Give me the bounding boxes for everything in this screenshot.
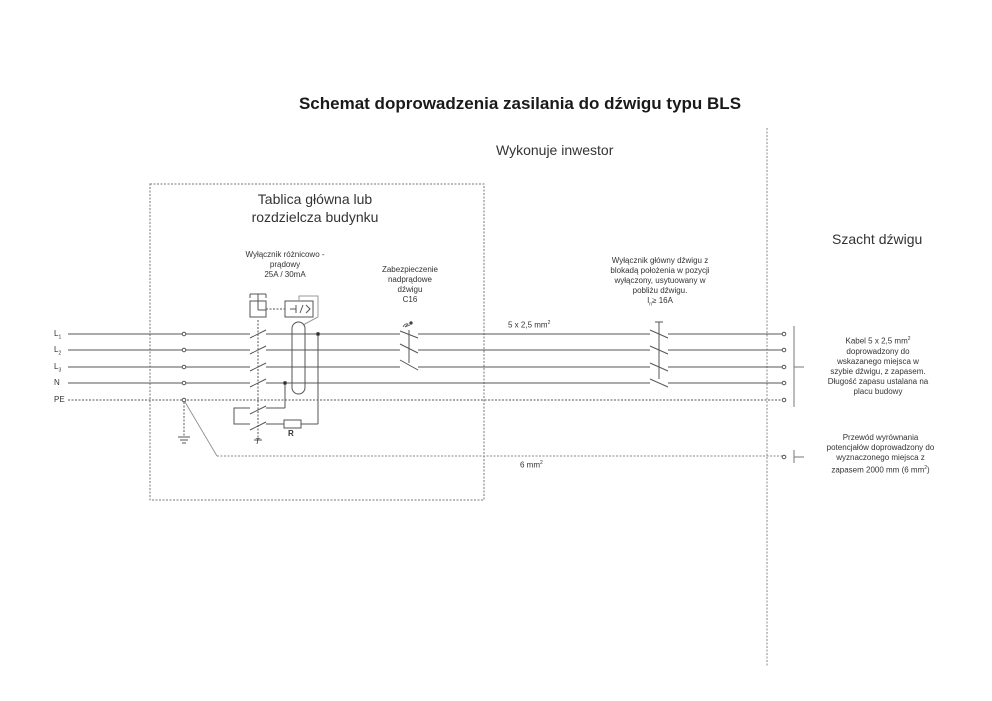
rcd-contacts — [249, 320, 267, 440]
resistor-label: R — [288, 429, 294, 438]
rcd-trip-unit — [249, 293, 319, 395]
cable-bracket — [793, 326, 804, 407]
equipotential-bracket — [793, 450, 804, 463]
overcurrent-breaker — [399, 321, 419, 371]
output-terminals — [781, 331, 787, 460]
conductor-label-pe: PE — [54, 395, 65, 404]
zone-label-shaft: Szacht dźwigu — [832, 231, 923, 247]
cable-note: Kabel 5 x 2,5 mm2 doprowadzony do wskaza… — [827, 336, 929, 396]
equipotential-note: Przewód wyrównania potencjałów doprowadz… — [826, 433, 935, 475]
rcd-test-circuit — [233, 332, 320, 441]
conductor-label-n: N — [54, 378, 60, 387]
test-button-label: T — [255, 437, 260, 446]
conductor-label-l3: L3 — [54, 362, 62, 374]
conductor-label-l2: L2 — [54, 345, 62, 357]
earth-ground-icon — [178, 402, 190, 444]
equipotential-conductor — [184, 401, 782, 457]
conductor-label-l1: L1 — [54, 329, 62, 341]
main-switch — [649, 321, 669, 388]
rcd-label: Wyłącznik różnicowo - prądowy 25A / 30mA — [245, 250, 325, 279]
panel-boundary — [149, 183, 485, 501]
overcurrent-label: Zabezpieczenie nadprądowe dźwigu C16 — [381, 265, 439, 304]
main-cable-label: 5 x 2,5 mm2 — [508, 320, 551, 330]
panel-title: Tablica główna lub rozdzielcza budynku — [251, 191, 379, 225]
page-title: Schemat doprowadzenia zasilania do dźwig… — [298, 94, 742, 113]
equipotential-cable-label: 6 mm2 — [520, 460, 543, 470]
resistor-icon — [283, 419, 302, 429]
main-switch-label: Wyłącznik główny dźwigu z blokadą położe… — [610, 256, 710, 308]
input-terminals — [181, 331, 187, 403]
zone-label-investor: Wykonuje inwestor — [496, 142, 614, 158]
